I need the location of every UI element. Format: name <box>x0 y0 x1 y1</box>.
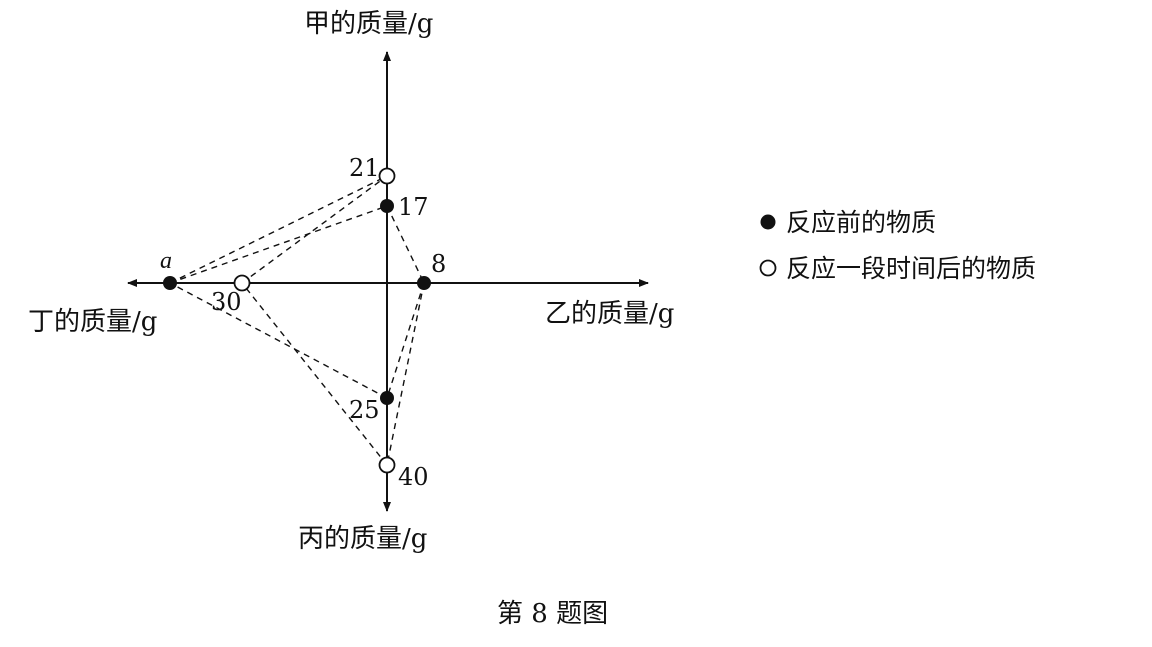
after-edge-ding-jia <box>241 175 388 284</box>
before-edge-ding-jia <box>169 205 388 284</box>
axis-label-right: 乙的质量/g <box>545 299 674 329</box>
legend-before-label: 反应前的物质 <box>786 208 936 237</box>
after-edge-bing-ding <box>241 282 388 466</box>
point-jia-before <box>380 199 394 213</box>
label-bing-after: 40 <box>398 463 429 491</box>
axis-label-bottom: 丙的质量/g <box>298 524 427 554</box>
legend: 反应前的物质 反应一段时间后的物质 <box>759 208 1036 283</box>
point-yi-before <box>417 276 431 290</box>
after-polygon <box>169 175 425 466</box>
point-ding-before <box>163 276 177 290</box>
label-ding-after: 30 <box>211 288 242 316</box>
label-jia-before: 17 <box>398 193 429 221</box>
label-yi-before: 8 <box>431 250 446 278</box>
after-edge-yi-bing <box>386 282 425 466</box>
figure-caption: 第 8 题图 <box>497 599 608 629</box>
before-polygon <box>169 205 425 399</box>
label-jia-after: 21 <box>349 154 380 182</box>
before-edge-yi-bing <box>386 282 425 399</box>
legend-before-marker <box>760 214 776 230</box>
label-bing-before: 25 <box>349 396 380 424</box>
axis-label-top: 甲的质量/g <box>304 9 433 39</box>
point-ding-after <box>233 274 251 292</box>
legend-after-marker <box>759 259 777 277</box>
point-bing-before <box>380 391 394 405</box>
legend-after-label: 反应一段时间后的物质 <box>786 254 1036 283</box>
before-edge-jia-yi <box>386 205 425 284</box>
before-edge-bing-ding <box>169 282 388 399</box>
label-ding-before: a <box>160 248 172 274</box>
point-jia-after <box>378 167 396 185</box>
after-edge-jia-yi <box>169 175 388 284</box>
point-bing-after <box>378 456 396 474</box>
axis-label-left: 丁的质量/g <box>28 307 157 337</box>
